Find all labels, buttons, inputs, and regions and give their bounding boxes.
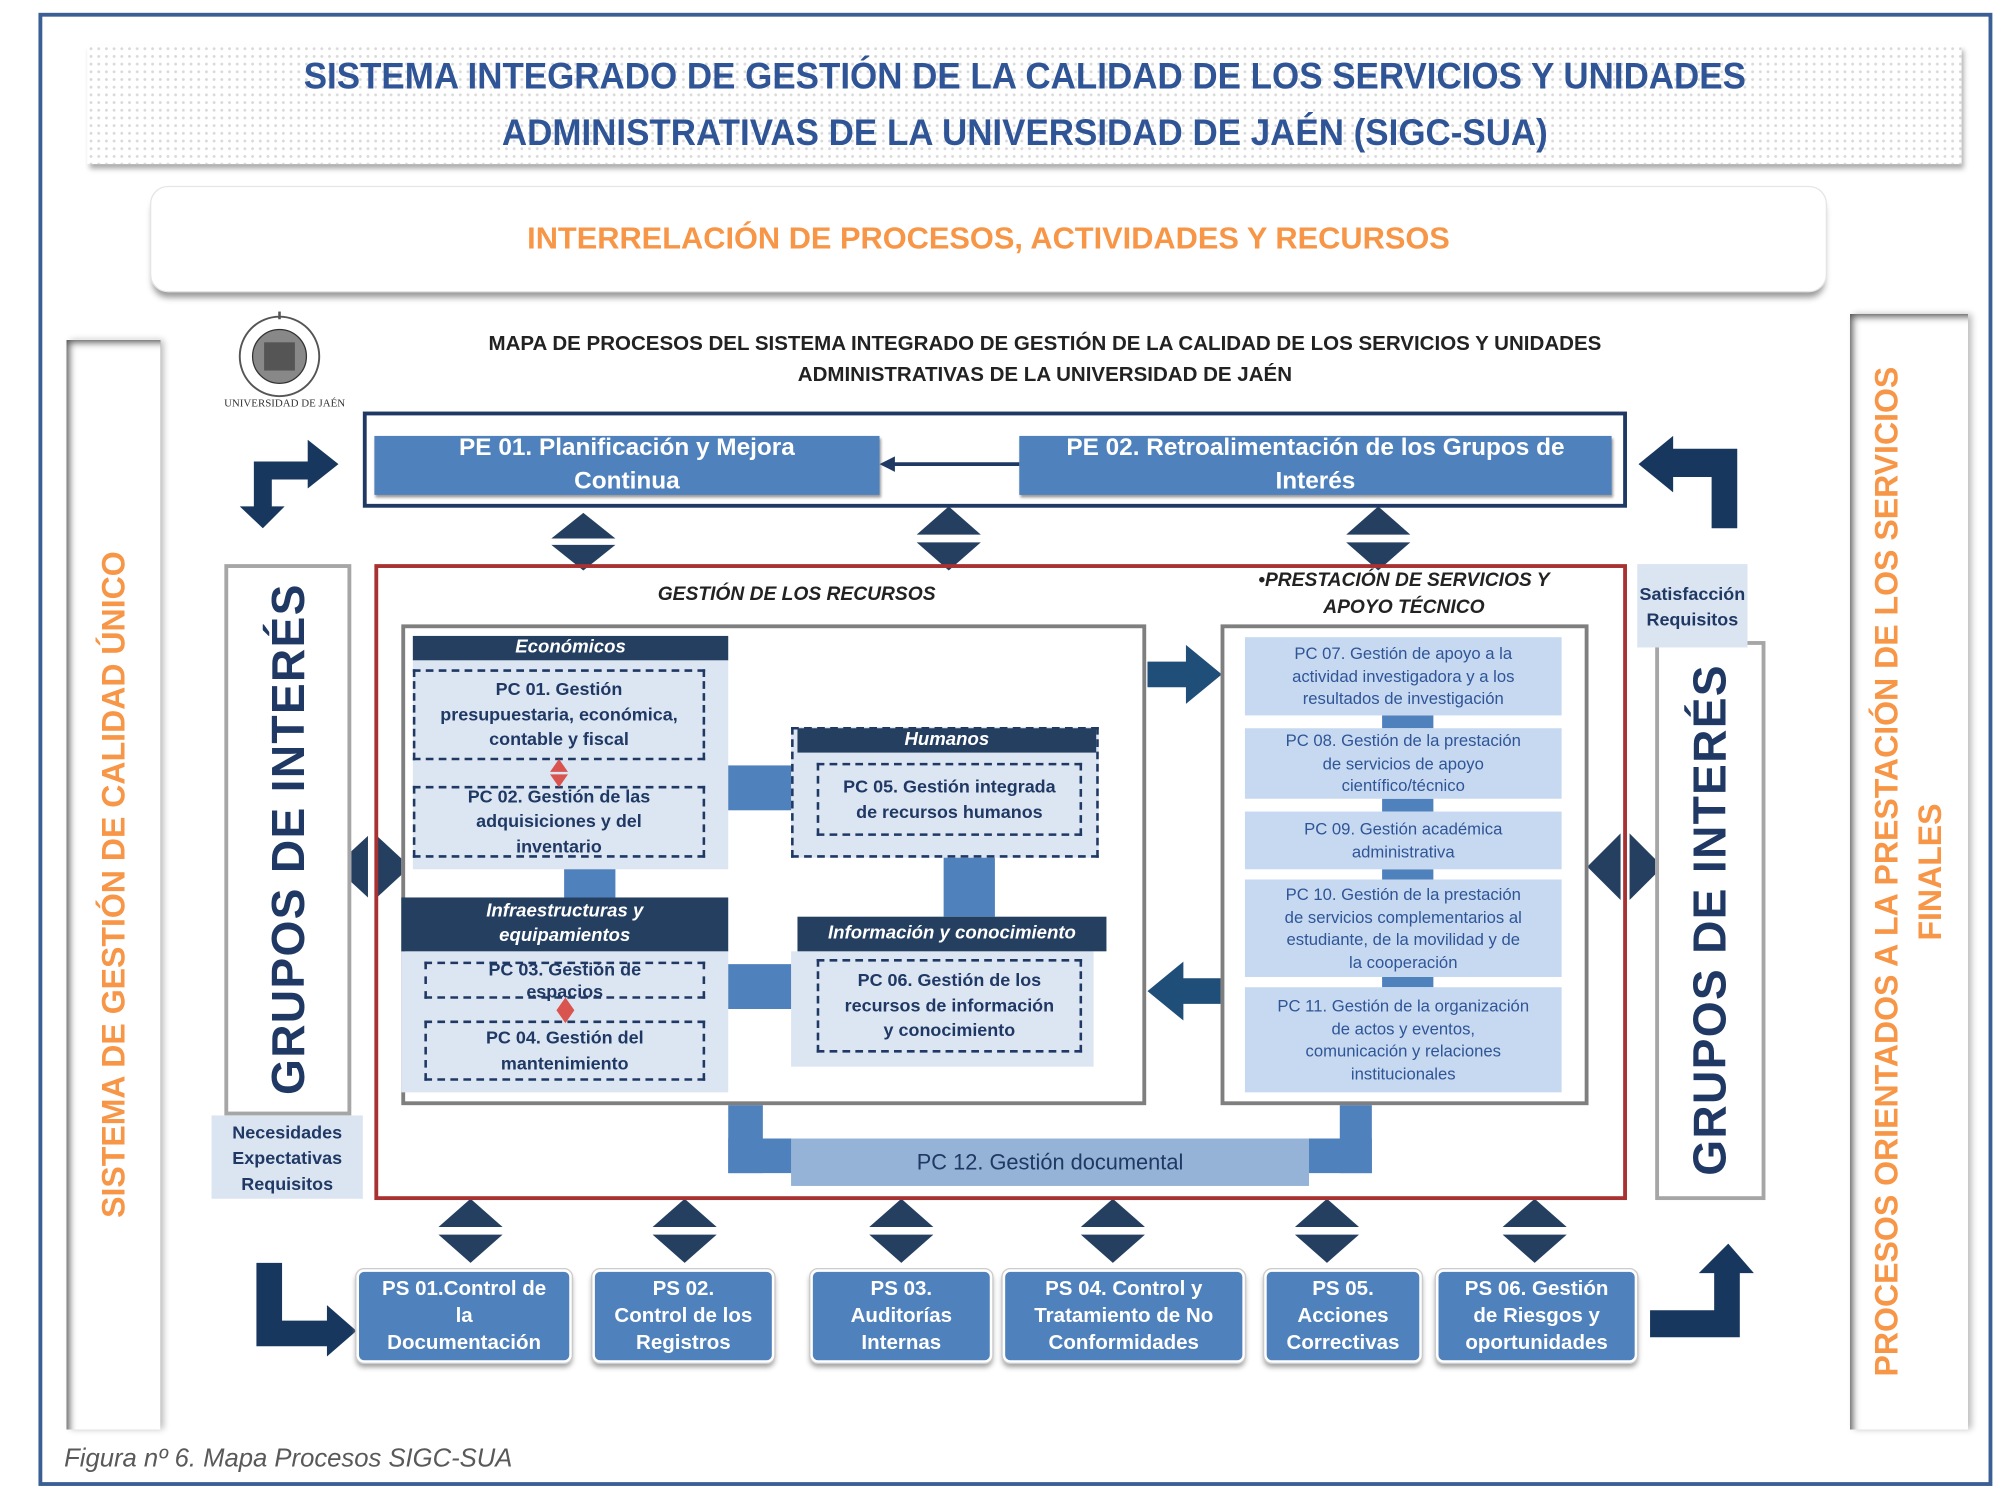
services-title: •PRESTACIÓN DE SERVICIOS Y APOYO TÉCNICO	[1258, 569, 1550, 618]
ps04-box[interactable]: PS 04. Control y Tratamiento de No Confo…	[1001, 1267, 1247, 1365]
pe-feedback-arrow-icon	[879, 456, 1020, 472]
info-header: Información y conocimiento	[797, 916, 1107, 952]
double-arrow-icon	[1080, 1198, 1145, 1227]
corner-arrow-bottom-right-icon	[1650, 1243, 1754, 1338]
stakeholders-left: GRUPOS DE INTERÉS	[224, 564, 352, 1116]
resources-title: GESTIÓN DE LOS RECURSOS	[657, 583, 936, 606]
connector	[1301, 1138, 1372, 1174]
subtitle-banner: INTERRELACIÓN DE PROCESOS, ACTIVIDADES Y…	[150, 185, 1827, 293]
key-processes-box	[374, 564, 1627, 1201]
info-panel	[791, 951, 1094, 1067]
economic-panel	[412, 658, 729, 870]
connector	[1382, 976, 1434, 988]
connector	[728, 765, 793, 811]
pc01-box[interactable]: PC 01. Gestión presupuestaria, económica…	[412, 669, 706, 761]
double-arrow-icon	[1346, 506, 1411, 535]
stakeholders-right-label: GRUPOS DE INTERÉS	[1683, 664, 1736, 1177]
right-side-bar: PROCESOS ORIENTADOS A LA PRESTACIÓN DE L…	[1850, 314, 1969, 1430]
connector	[1382, 798, 1434, 812]
corner-arrow-top-right-icon	[1638, 435, 1738, 529]
university-seal-icon	[238, 311, 321, 398]
pe02-box[interactable]: PE 02. Retroalimentación de los Grupos d…	[1019, 435, 1612, 495]
map-title: MAPA DE PROCESOS DEL SISTEMA INTEGRADO D…	[488, 333, 1602, 386]
ps03-box[interactable]: PS 03. Auditorías Internas	[809, 1267, 994, 1365]
arrow-left-icon	[1147, 961, 1222, 1021]
figure-caption: Figura nº 6. Mapa Procesos SIGC-SUA	[64, 1444, 513, 1474]
infra-header: Infraestructuras y equipamientos	[401, 897, 729, 952]
stakeholders-right: GRUPOS DE INTERÉS	[1655, 641, 1766, 1201]
ps06-box[interactable]: PS 06. Gestión de Riesgos y oportunidade…	[1434, 1267, 1639, 1365]
arrow-right-icon	[1147, 644, 1222, 704]
pc10-box[interactable]: PC 10. Gestión de la prestación de servi…	[1244, 879, 1562, 977]
pe01-box[interactable]: PE 01. Planificación y Mejora Continua	[374, 435, 880, 495]
pc08-box[interactable]: PC 08. Gestión de la prestación de servi…	[1244, 728, 1562, 799]
pc07-box[interactable]: PC 07. Gestión de apoyo a la actividad i…	[1244, 637, 1562, 716]
double-arrow-icon	[652, 1198, 717, 1227]
connector	[943, 857, 995, 917]
pc05-box[interactable]: PC 05. Gestión integrada de recursos hum…	[816, 762, 1083, 836]
title-line-1: SISTEMA INTEGRADO DE GESTIÓN DE LA CALID…	[303, 55, 1746, 97]
connector	[728, 1138, 799, 1174]
university-logo: UNIVERSIDAD DE JAÉN	[221, 311, 349, 415]
double-arrow-icon	[1294, 1198, 1360, 1227]
connector	[1382, 869, 1434, 880]
red-double-arrow-icon	[556, 997, 575, 1024]
pc03-box[interactable]: PC 03. Gestión de espacios	[424, 958, 706, 1001]
double-arrow-icon	[1502, 1198, 1567, 1227]
left-side-bar: SISTEMA DE GESTIÓN DE CALIDAD ÚNICO	[66, 339, 161, 1430]
pc09-box[interactable]: PC 09. Gestión académica administrativa	[1244, 811, 1562, 870]
pc02-box[interactable]: PC 02. Gestión de las adquisiciones y de…	[412, 786, 706, 858]
ps01-box[interactable]: PS 01.Control de la Documentación	[355, 1267, 574, 1365]
corner-arrow-top-left-icon	[239, 439, 339, 529]
pc12-box[interactable]: PC 12. Gestión documental	[791, 1138, 1310, 1186]
title-banner: SISTEMA INTEGRADO DE GESTIÓN DE LA CALID…	[87, 44, 1962, 165]
pc11-box[interactable]: PC 11. Gestión de la organización de act…	[1244, 987, 1562, 1093]
stakeholders-left-label: GRUPOS DE INTERÉS	[260, 583, 314, 1096]
economic-header: Económicos	[412, 635, 729, 661]
stakeholder-outputs: Satisfacción Requisitos	[1637, 564, 1748, 648]
double-arrow-icon	[551, 512, 616, 539]
horizontal-double-arrow-icon	[334, 835, 368, 898]
double-arrow-icon	[869, 1198, 934, 1227]
double-arrow-icon	[438, 1198, 503, 1227]
humanos-header: Humanos	[797, 728, 1097, 753]
connector	[1382, 715, 1434, 729]
connector	[728, 964, 793, 1010]
page-frame	[38, 12, 1993, 1486]
strategic-processes	[362, 411, 1627, 508]
connector	[564, 869, 616, 898]
red-double-arrow-icon	[550, 759, 568, 788]
subtitle: INTERRELACIÓN DE PROCESOS, ACTIVIDADES Y…	[527, 221, 1450, 256]
pc06-box[interactable]: PC 06. Gestión de los recursos de inform…	[816, 959, 1083, 1053]
double-arrow-icon	[916, 506, 981, 535]
title-line-2: ADMINISTRATIVAS DE LA UNIVERSIDAD DE JAÉ…	[501, 112, 1548, 154]
stakeholder-inputs: Necesidades Expectativas Requisitos	[211, 1115, 363, 1199]
ps02-box[interactable]: PS 02. Control de los Registros	[591, 1267, 776, 1365]
horizontal-double-arrow-icon	[1587, 833, 1621, 901]
ps05-box[interactable]: PS 05. Acciones Correctivas	[1262, 1267, 1424, 1365]
pc04-box[interactable]: PC 04. Gestión del mantenimiento	[424, 1020, 706, 1081]
logo-text: UNIVERSIDAD DE JAÉN	[224, 396, 346, 409]
corner-arrow-bottom-left-icon	[256, 1262, 357, 1357]
vertical-double-arrows	[334, 506, 1663, 1263]
